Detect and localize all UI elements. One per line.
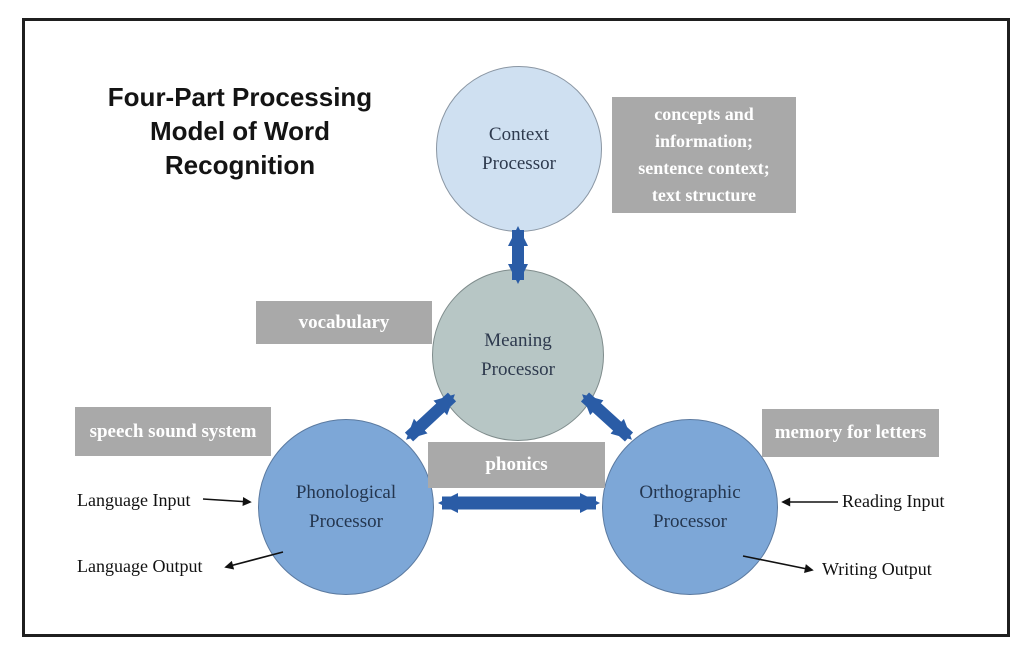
memory-for-letters-tag-label: memory for letters bbox=[774, 422, 927, 443]
speech-sound-system-tag-label: speech sound system bbox=[89, 420, 257, 442]
memory-for-letters-tag: memory for letters bbox=[762, 409, 939, 457]
language-input-label: Language Input bbox=[77, 490, 191, 510]
context-processor-circle: Context Processor bbox=[436, 66, 602, 232]
writing-output-label: Writing Output bbox=[822, 559, 932, 579]
language-output-label: Language Output bbox=[77, 556, 203, 576]
phonics-tag: phonics bbox=[428, 442, 605, 488]
meaning-processor-circle: Meaning Processor bbox=[432, 269, 604, 441]
orthographic-processor-label: Orthographic Processor bbox=[639, 481, 741, 532]
phonics-tag-label: phonics bbox=[485, 454, 548, 475]
concepts-tag: concepts and information; sentence conte… bbox=[612, 97, 796, 213]
vocabulary-tag: vocabulary bbox=[256, 301, 432, 344]
vocabulary-tag-label: vocabulary bbox=[298, 311, 390, 333]
concepts-tag-label: concepts and information; sentence conte… bbox=[638, 104, 770, 205]
meaning-processor-label: Meaning Processor bbox=[481, 329, 555, 380]
diagram-title: Four-Part Processing Model of Word Recog… bbox=[107, 82, 373, 180]
reading-input-label: Reading Input bbox=[842, 491, 945, 511]
orthographic-processor-circle: Orthographic Processor bbox=[602, 419, 778, 595]
phonological-processor-label: Phonological Processor bbox=[295, 481, 397, 532]
phonological-processor-circle: Phonological Processor bbox=[258, 419, 434, 595]
speech-sound-system-tag: speech sound system bbox=[75, 407, 271, 456]
context-processor-label: Context Processor bbox=[482, 123, 556, 174]
